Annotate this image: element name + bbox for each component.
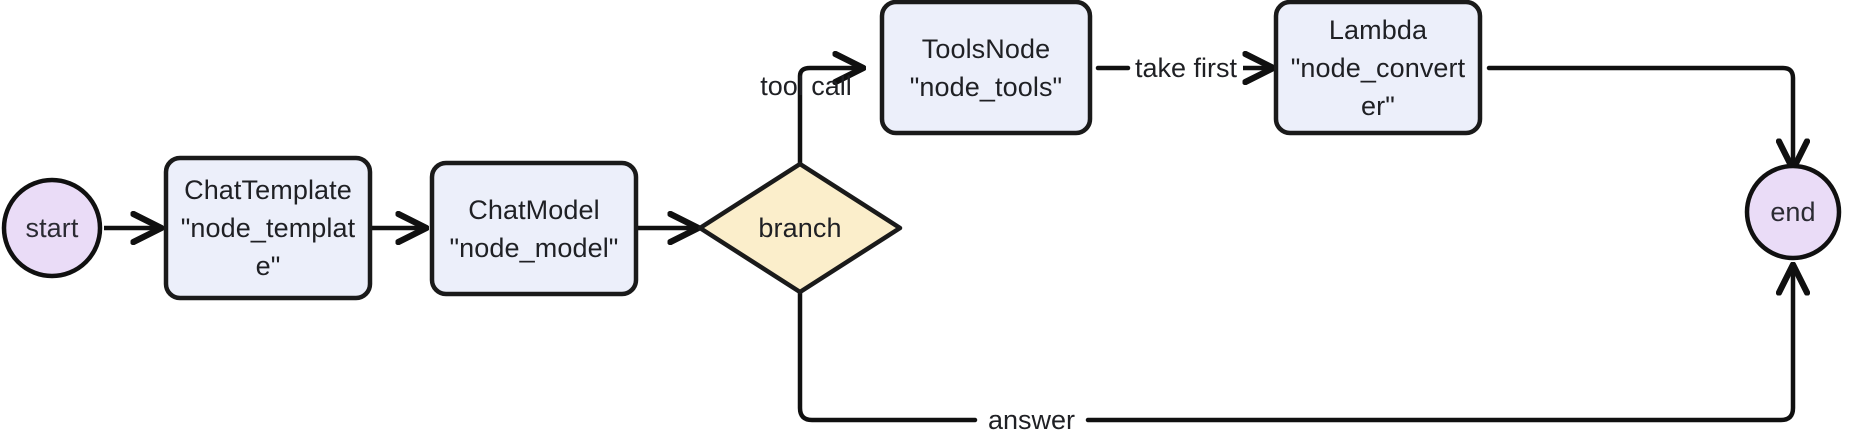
edge-branch-to-end-right — [1085, 266, 1793, 423]
edge-label-answer: answer — [987, 405, 1076, 435]
node-end[interactable] — [1744, 163, 1842, 261]
edge-label-take-first: take first — [1134, 53, 1238, 83]
edge-label-tool-call: tool call — [760, 71, 852, 101]
node-node-tools[interactable] — [879, 0, 1093, 136]
edge-branch-to-end-left — [797, 289, 978, 423]
node-branch[interactable] — [697, 161, 903, 295]
node-node-converter[interactable] — [1273, 0, 1483, 136]
edge-converter-to-end — [1486, 65, 1793, 168]
edge-branch-to-tools — [797, 68, 862, 167]
node-node-model[interactable] — [429, 160, 639, 297]
node-node-template[interactable] — [163, 155, 373, 301]
node-start[interactable] — [1, 177, 103, 279]
